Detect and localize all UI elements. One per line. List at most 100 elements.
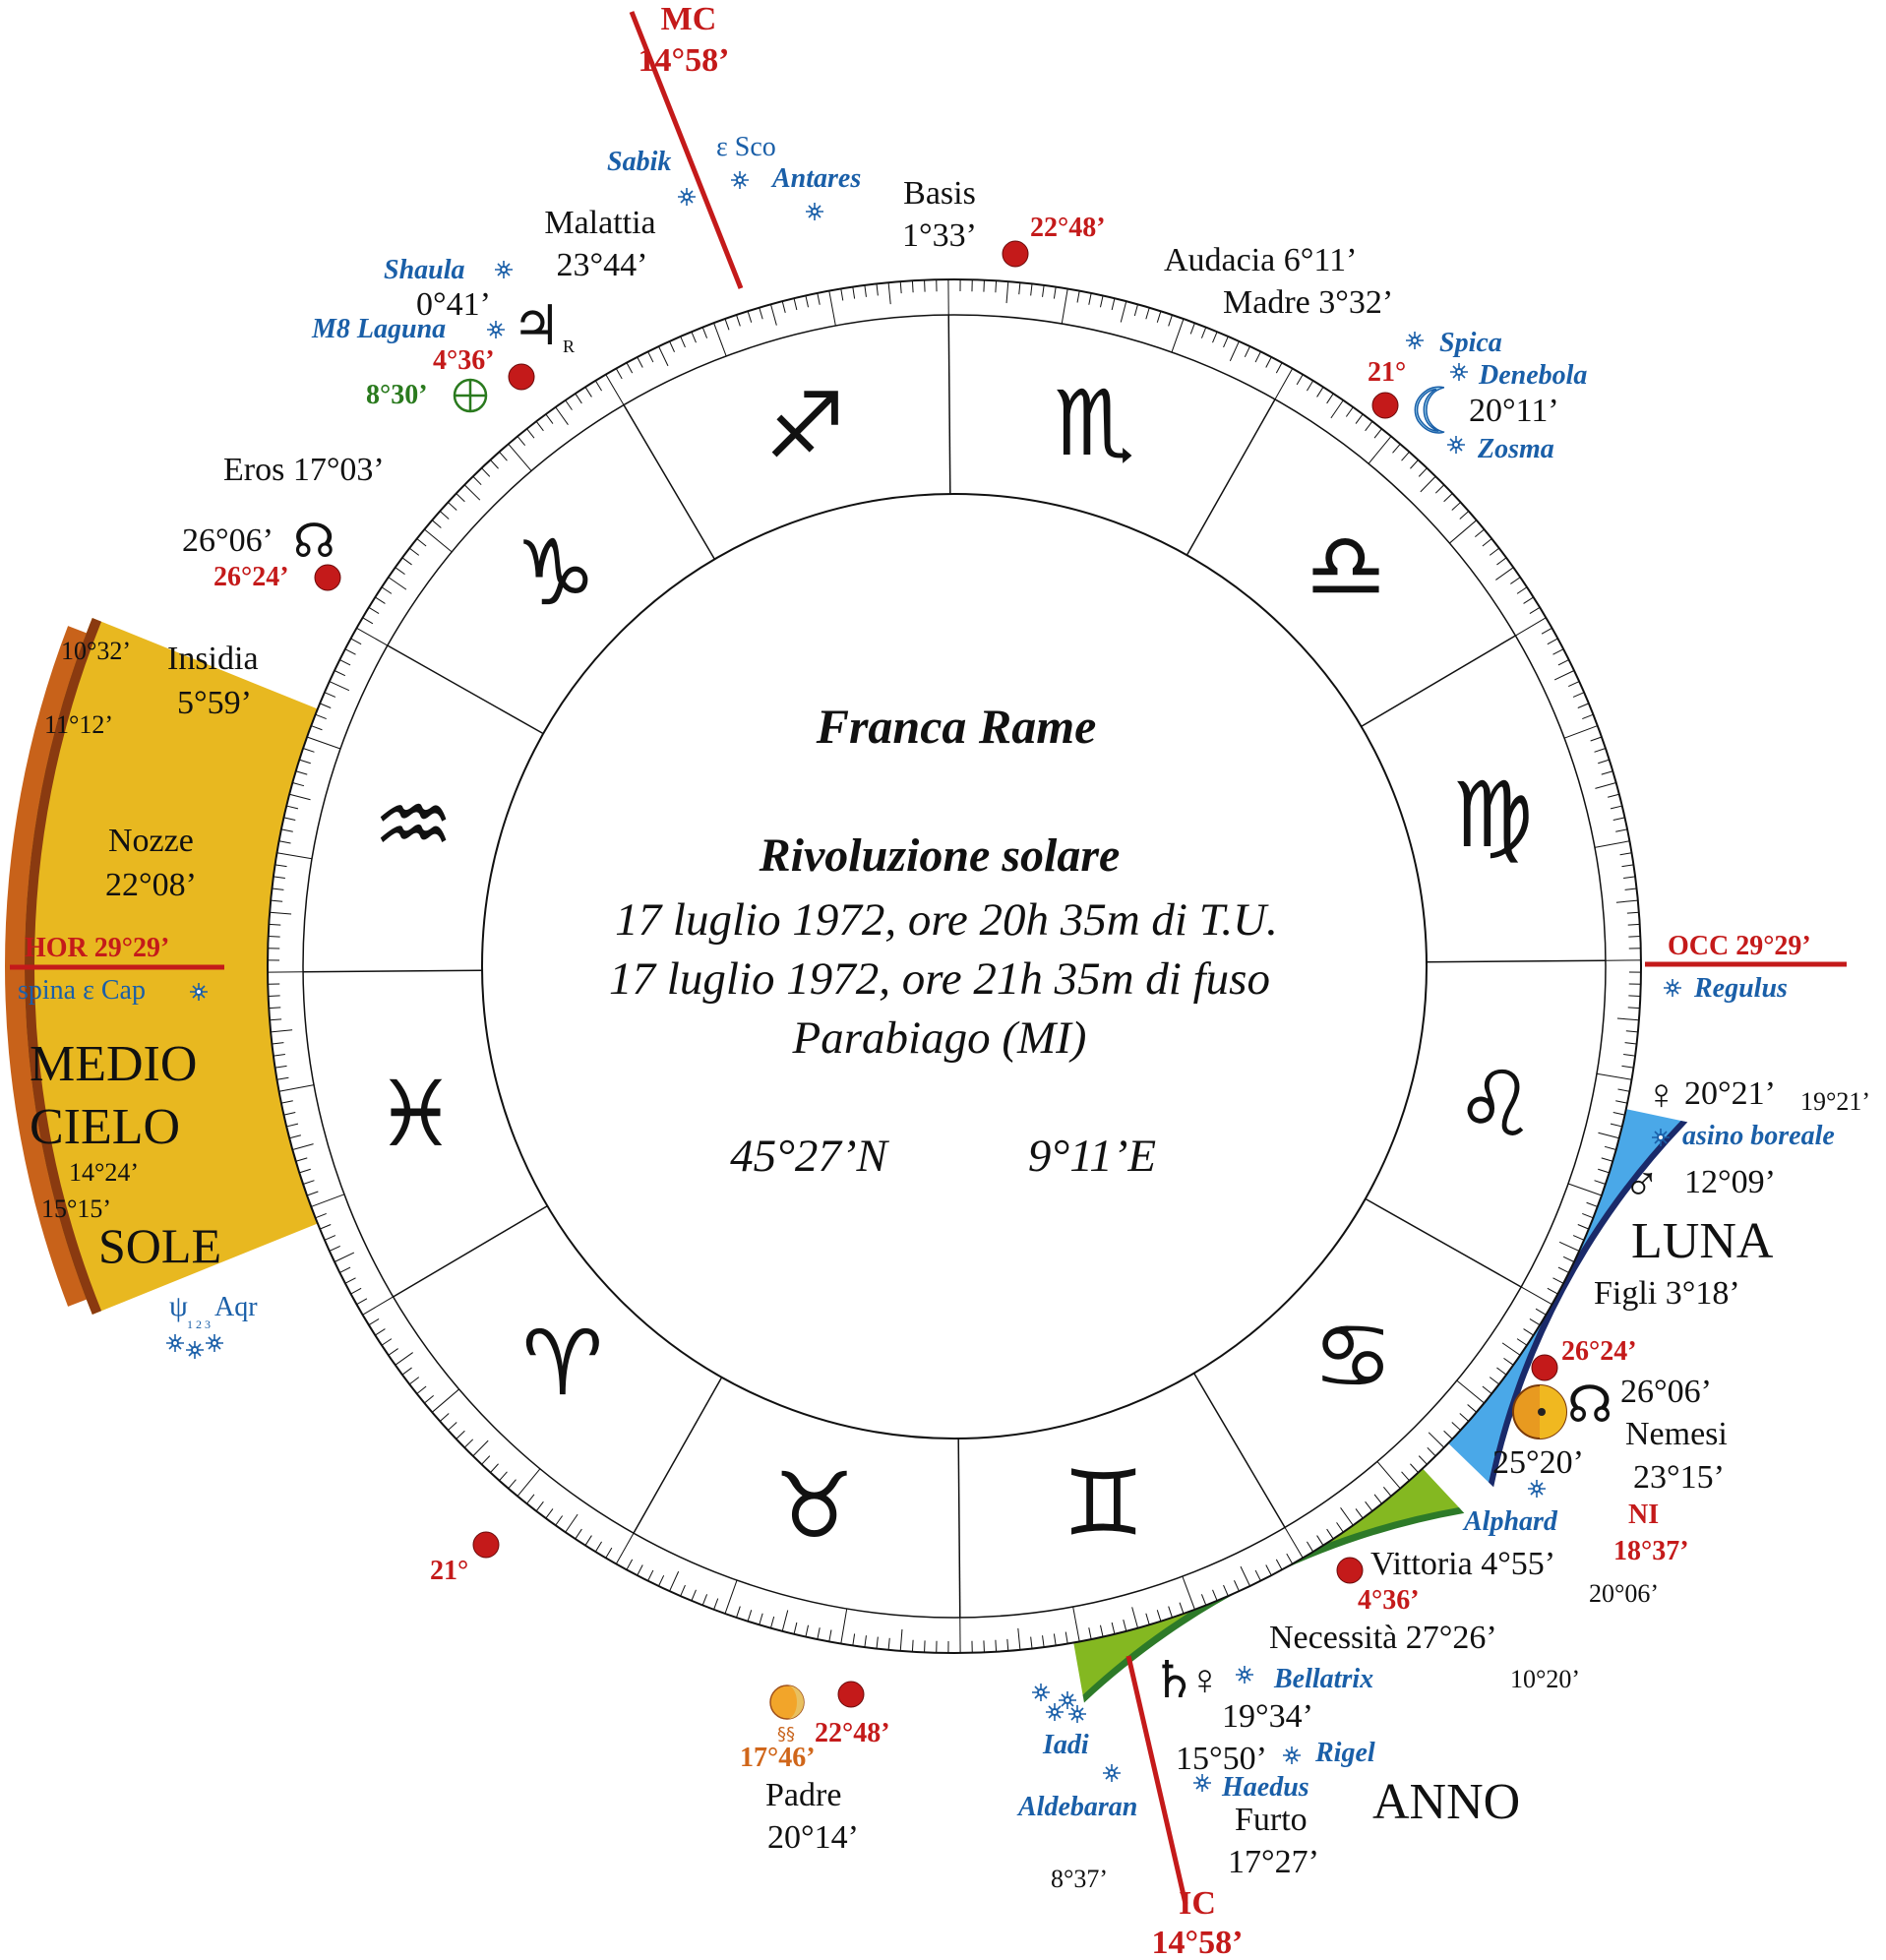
degree-tick	[759, 1613, 763, 1625]
sun-deg: 25°20’	[1492, 1444, 1584, 1481]
degree-tick	[329, 1246, 340, 1252]
degree-tick	[431, 520, 442, 528]
degree-tick	[1200, 1594, 1207, 1606]
degree-tick	[311, 725, 323, 731]
lots: Basis 1°33’ Malattia 23°44’ Audacia 6°11…	[98, 175, 1740, 1880]
degree-tick	[1489, 1377, 1500, 1385]
degree-tick	[1401, 1471, 1410, 1482]
degree-tick	[1482, 1385, 1492, 1394]
venus-glyph: ♀	[1645, 1071, 1677, 1119]
degree-tick	[1572, 692, 1585, 698]
degree-tick	[356, 1298, 368, 1306]
degree-tick	[1401, 451, 1410, 461]
degree-tick	[368, 606, 380, 614]
star-labels: Sabik ε Sco Antares Shaula M8 Laguna Spi…	[18, 132, 1835, 1822]
orange-moon-icon: §§	[769, 1684, 805, 1745]
degree-tick	[1443, 493, 1453, 503]
degree-tick	[691, 331, 697, 343]
degree-tick	[1577, 703, 1590, 708]
anno-label: ANNO	[1372, 1774, 1520, 1830]
sign-divider	[1426, 959, 1606, 963]
degree-tick	[1510, 577, 1521, 584]
degree-tick	[424, 1394, 434, 1404]
degree-tick	[362, 1296, 394, 1316]
degree-tick	[769, 304, 777, 326]
degree-tick	[274, 864, 287, 868]
star-aqr: Aqr	[214, 1292, 258, 1322]
degree-tick	[584, 387, 592, 398]
star-icon	[1282, 1746, 1302, 1765]
degree-tick	[1619, 852, 1632, 856]
sign-divider	[1365, 1197, 1522, 1288]
degree-tick	[626, 362, 634, 374]
degree-tick	[1145, 1613, 1150, 1625]
degree-tick	[302, 748, 315, 753]
sign-divider	[1186, 398, 1276, 556]
lot-insidia-name: Insidia	[167, 641, 259, 677]
lot-malattia-deg: 23°44’	[557, 247, 648, 283]
degree-tick	[565, 1513, 578, 1533]
degree-tick	[1212, 331, 1218, 343]
degree-tick	[517, 436, 526, 446]
degree-tick	[271, 899, 283, 902]
red-point-labels: 22°48’ 4°36’ 21° 26°24’ 21° 22°48’ 26°24…	[213, 213, 1689, 1748]
degree-tick	[1065, 1631, 1068, 1644]
degree-tick	[840, 288, 844, 301]
degree-tick	[401, 1367, 412, 1376]
zodiac-sign-icon: ♍	[1452, 763, 1533, 868]
lot-necessita: Necessità 27°26’	[1269, 1620, 1497, 1656]
degree-tick	[1307, 1541, 1314, 1553]
degree-tick	[1501, 1342, 1521, 1356]
degree-tick	[1529, 606, 1541, 614]
degree-tick	[1557, 1266, 1569, 1273]
chart-place: Parabiago (MI)	[792, 1012, 1087, 1064]
degree-tick	[324, 1235, 336, 1241]
star-icon	[677, 187, 697, 207]
degree-tick	[1168, 314, 1173, 327]
degree-tick	[840, 1608, 848, 1644]
lot-insidia-deg: 5°59’	[177, 685, 252, 721]
degree-tick	[1145, 307, 1150, 320]
degree-tick	[1516, 1338, 1528, 1346]
saturn-glyph: ♄	[1151, 1653, 1197, 1709]
degree-tick	[647, 1569, 654, 1581]
lot-basis-name: Basis	[903, 175, 976, 212]
degree-tick	[388, 1348, 398, 1356]
degree-tick	[1568, 681, 1580, 687]
degree-tick	[472, 1439, 489, 1457]
degree-tick	[1284, 1527, 1304, 1559]
degree-tick	[637, 356, 643, 368]
degree-tick	[828, 290, 836, 327]
mc-value: 14°58’	[639, 42, 730, 79]
degree-tick	[605, 374, 625, 405]
red-node-left-label: 26°24’	[213, 562, 289, 592]
zodiac-sign-icon: ♋	[1312, 1304, 1393, 1409]
degree-tick	[899, 1628, 903, 1651]
star-haedus: Haedus	[1221, 1772, 1309, 1803]
degree-tick	[1427, 1446, 1436, 1457]
degree-tick	[295, 770, 308, 775]
degree-tick	[350, 638, 362, 645]
degree-tick	[1572, 1235, 1585, 1241]
degree-tick	[295, 1157, 308, 1162]
degree-tick	[1123, 1620, 1127, 1631]
degree-tick	[615, 1532, 635, 1564]
sign-divider	[1192, 1373, 1286, 1528]
degree-tick	[701, 1594, 708, 1606]
occ-label: OCC 29°29’	[1668, 931, 1811, 961]
degree-tick	[270, 911, 292, 915]
degree-tick	[1420, 475, 1436, 493]
degree-tick	[1017, 1627, 1021, 1650]
degree-tick	[268, 936, 280, 938]
degree-tick	[713, 1598, 719, 1610]
lot-nemesi-name: Nemesi	[1625, 1416, 1728, 1452]
degree-tick	[1368, 436, 1392, 464]
moon-glyph: ☾	[1410, 377, 1466, 447]
degree-tick	[669, 1570, 680, 1592]
degree-tick	[1557, 659, 1569, 666]
degree-tick	[1275, 1559, 1283, 1570]
degree-tick	[1598, 1132, 1619, 1139]
lot-figli: Figli 3°18’	[1594, 1275, 1740, 1312]
star-bellatrix: Bellatrix	[1273, 1664, 1373, 1694]
degree-tick	[1595, 781, 1616, 789]
